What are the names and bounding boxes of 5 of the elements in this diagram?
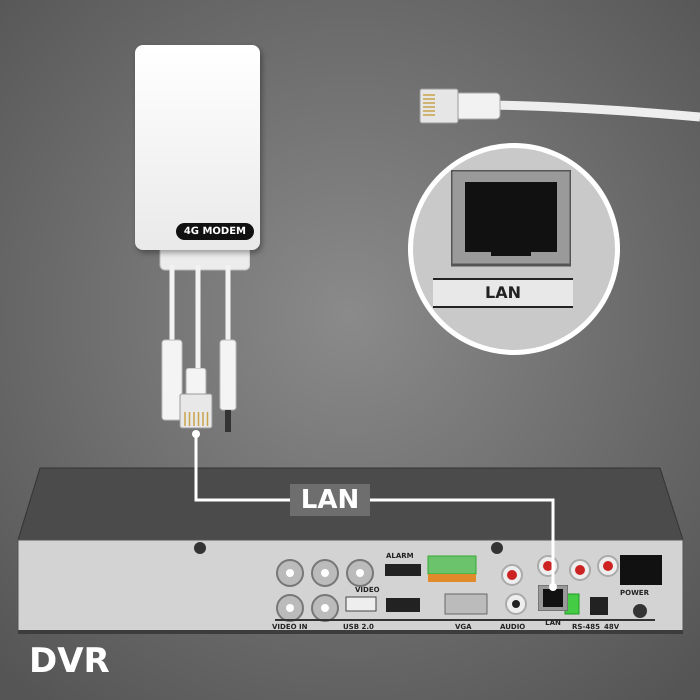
device-label: 4G MODEM: [176, 223, 254, 240]
edge-label: LAN: [290, 484, 370, 516]
modem-device: [135, 45, 260, 250]
device-title: DVR: [29, 641, 110, 681]
port-label: LAN: [433, 278, 573, 308]
